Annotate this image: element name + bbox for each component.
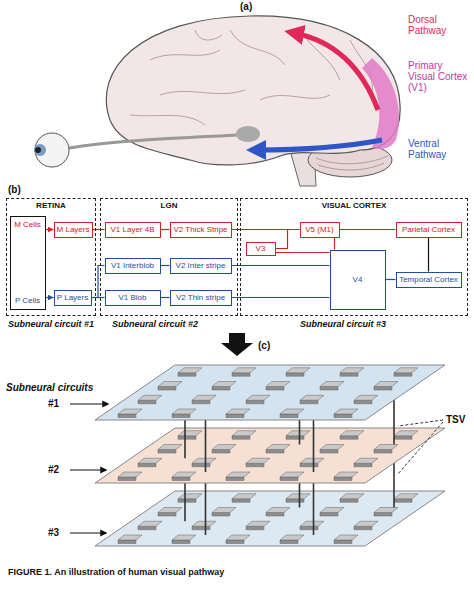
region-box: VISUAL CORTEX V5 (M1) Parietal CortexV3V4 T… xyxy=(240,198,468,316)
box-label: V2 Inter stripe xyxy=(176,261,226,270)
connector xyxy=(276,230,300,249)
annotation-label: #1 xyxy=(48,398,59,409)
region-box: RETINA M Cells P Cells M Layers P Layers xyxy=(6,198,96,316)
box-label: V2 Thick Stripe xyxy=(173,225,227,234)
connector xyxy=(161,297,170,298)
process-box: V4 xyxy=(330,250,386,310)
process-box: V2 Thick Stripe xyxy=(170,222,232,238)
annotation-label: Ventral Pathway xyxy=(408,138,466,160)
box-label: V1 Blob xyxy=(118,293,146,302)
box-label: V5 (M1) xyxy=(305,225,333,234)
brain-illustration xyxy=(34,16,400,186)
pointer-arrows xyxy=(70,404,108,533)
process-box: V1 Layer 4B xyxy=(105,222,161,238)
box-label: M Cells xyxy=(14,220,41,229)
connector xyxy=(428,238,429,272)
box-label: V1 Layer 4B xyxy=(110,225,154,234)
box-label: V3 xyxy=(256,244,266,253)
process-box: V2 Inter stripe xyxy=(170,258,232,274)
box-label: V2 Thin stripe xyxy=(176,293,225,302)
region-heading: VISUAL CORTEX xyxy=(241,201,467,210)
connector xyxy=(46,297,54,298)
process-box: Parietal Cortex xyxy=(396,222,462,238)
connector xyxy=(232,265,330,266)
annotation-label: Subneural circuits xyxy=(6,382,93,393)
annotation-label: Subneural circuit #1 xyxy=(8,320,94,330)
figure-caption: FIGURE 1. An illustration of human visua… xyxy=(8,568,468,578)
connector xyxy=(161,265,170,266)
annotation-label: #3 xyxy=(48,527,59,538)
down-arrow xyxy=(221,333,253,356)
process-box: V5 (M1) xyxy=(300,222,340,238)
annotation-label: TSV xyxy=(446,414,465,425)
connector xyxy=(276,252,330,253)
connector xyxy=(93,229,105,230)
box-label: P Layers xyxy=(57,293,88,302)
annotation-label: Subneural circuit #2 xyxy=(112,320,198,330)
box-label: V1 Interblob xyxy=(111,261,154,270)
process-box: M Layers xyxy=(54,222,93,238)
tsv-leaders xyxy=(398,420,443,474)
connector xyxy=(334,238,335,250)
annotation-label: (c) xyxy=(258,340,270,351)
process-box: V2 Thin stripe xyxy=(170,290,232,306)
region-box: LGN V1 Layer 4B V2 Thick Stripe V1 Interblo… xyxy=(100,198,238,316)
annotation-label: Subneural circuit #3 xyxy=(300,320,386,330)
process-box: P Layers xyxy=(54,290,92,306)
connector xyxy=(232,297,330,298)
process-box: M Cells P Cells xyxy=(10,216,46,310)
region-heading: RETINA xyxy=(7,201,95,210)
annotation-label: Primary Visual Cortex (V1) xyxy=(408,60,470,93)
annotation-label: #2 xyxy=(48,464,59,475)
connector xyxy=(92,266,105,298)
process-box: Temporal Cortex xyxy=(396,272,462,288)
box-label: Parietal Cortex xyxy=(402,225,455,234)
box-label: V4 xyxy=(353,275,363,284)
annotation-label: (a) xyxy=(240,1,252,12)
annotation-label: Dorsal Pathway xyxy=(408,14,466,36)
chip-stack xyxy=(95,365,445,546)
process-box: V1 Interblob xyxy=(105,258,161,274)
process-box: V1 Blob xyxy=(105,290,161,306)
connector xyxy=(46,229,54,230)
annotation-label: (b) xyxy=(8,184,21,195)
connector xyxy=(340,229,396,230)
process-box: V3 xyxy=(246,242,276,256)
connector xyxy=(161,229,170,230)
connector xyxy=(92,297,105,298)
box-label: M Layers xyxy=(57,225,90,234)
box-label: Temporal Cortex xyxy=(399,275,458,284)
region-heading: LGN xyxy=(101,201,237,210)
box-label: P Cells xyxy=(15,296,40,305)
connector xyxy=(386,279,396,280)
